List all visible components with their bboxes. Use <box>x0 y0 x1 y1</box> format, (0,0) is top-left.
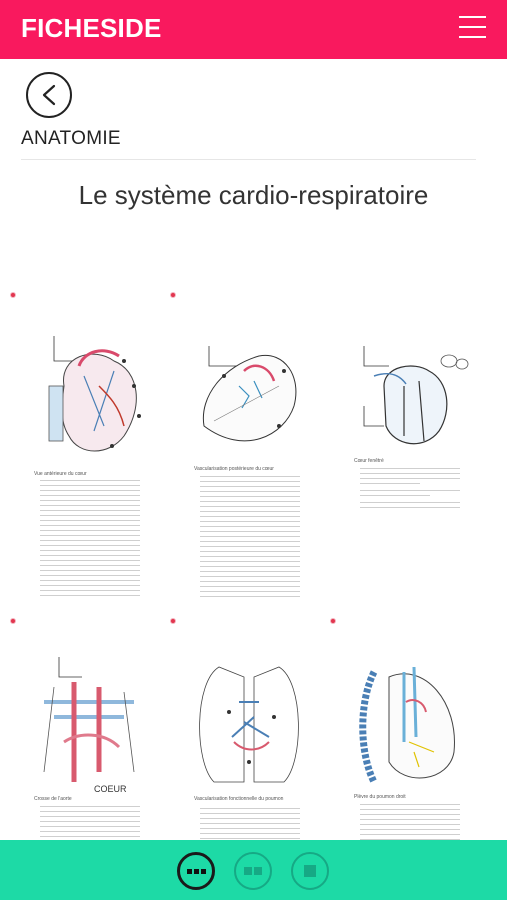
three-column-view-button[interactable] <box>177 852 215 890</box>
heart-posterior-drawing <box>202 346 297 442</box>
two-column-view-button[interactable] <box>234 852 272 890</box>
sheet-thumbnail[interactable]: COEUR Crosse de l'aorte <box>4 614 162 840</box>
view-switcher-bar <box>0 840 507 900</box>
page-title: Le système cardio-respiratoire <box>78 180 429 210</box>
sheet-thumbnail[interactable]: Plèvre du poumon droit <box>324 614 482 840</box>
sheet-remove-icon[interactable] <box>10 292 16 298</box>
sheet-remove-icon[interactable] <box>170 618 176 624</box>
back-button[interactable] <box>26 72 72 118</box>
pulmonary-pleura-drawing <box>359 666 455 784</box>
hamburger-menu-icon[interactable] <box>459 15 486 39</box>
sheet-thumbnail[interactable]: Vascularisation postérieure du cœur <box>164 288 322 603</box>
divider <box>21 159 476 160</box>
section-label: ANATOMIE <box>21 128 121 149</box>
app-header: FICHESIDE <box>0 0 507 59</box>
aorta-drawing: COEUR <box>43 657 135 792</box>
sheet-thumbnail[interactable]: Vue antérieure du cœur <box>4 288 162 603</box>
sheet-thumbnail[interactable]: Vascularisation fonctionnelle du poumon <box>164 614 322 840</box>
sheet-grid: Vue antérieure du cœur Vascularisation p… <box>0 288 507 840</box>
sheet-remove-icon[interactable] <box>10 618 16 624</box>
heart-conduction-drawing <box>363 346 469 445</box>
svg-text:COEUR: COEUR <box>94 784 127 792</box>
chevron-left-icon <box>42 84 56 106</box>
sheet-thumbnail[interactable]: Cœur fenêtré <box>324 288 482 603</box>
sheet-remove-icon[interactable] <box>170 292 176 298</box>
single-column-view-button[interactable] <box>291 852 329 890</box>
heart-anatomy-drawing <box>48 336 141 452</box>
sheet-remove-icon[interactable] <box>330 618 336 624</box>
lung-vascular-drawing <box>199 666 299 783</box>
app-brand[interactable]: FICHESIDE <box>21 13 162 43</box>
